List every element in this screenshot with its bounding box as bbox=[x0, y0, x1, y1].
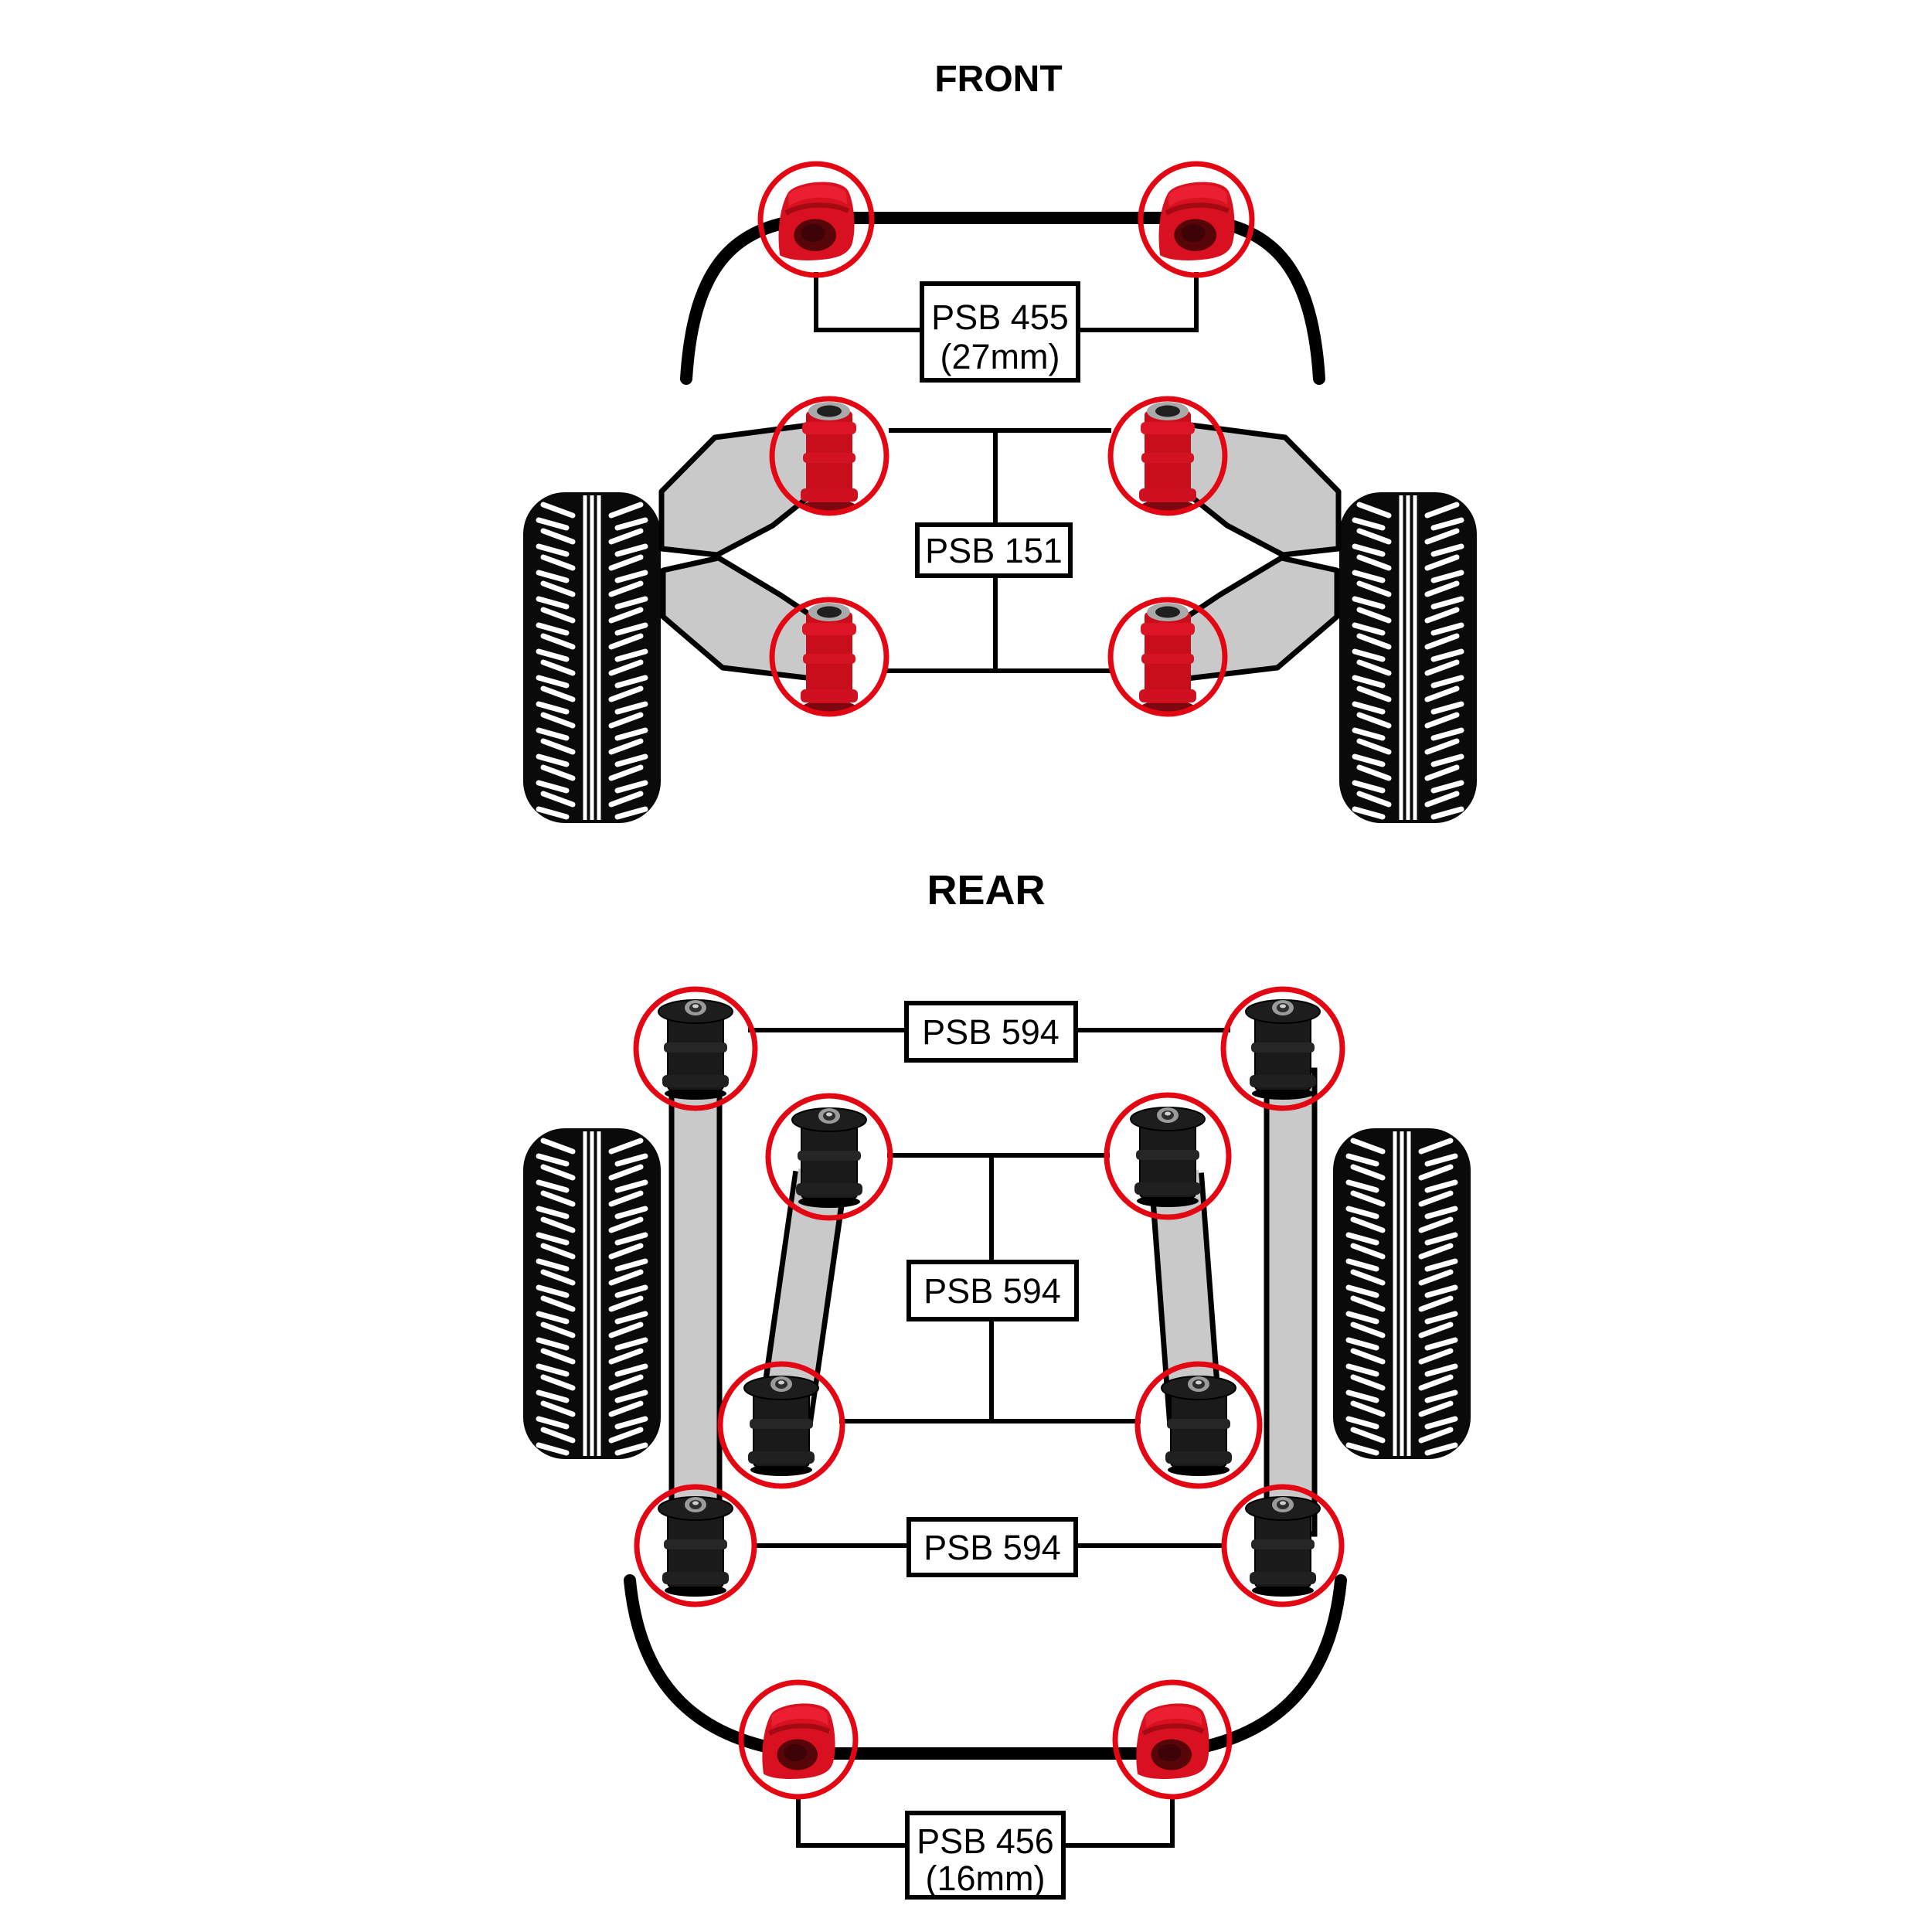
front-control-callout-lines bbox=[886, 428, 1112, 673]
rear-trailing-bushing-bottom-right bbox=[1221, 1484, 1345, 1607]
trailing-bushing-icon bbox=[1245, 999, 1321, 1100]
sway-bushing-icon bbox=[1159, 182, 1235, 260]
highlight-circle bbox=[1104, 1092, 1232, 1220]
rear-title: REAR bbox=[927, 867, 1045, 913]
rear-control-bushing-upper-left bbox=[765, 1093, 893, 1221]
highlight-circle bbox=[633, 986, 758, 1111]
highlight-circle bbox=[1107, 597, 1228, 717]
rear-mid-label: PSB 594 bbox=[923, 1271, 1061, 1311]
front-control-bushing-lower-left bbox=[769, 597, 889, 717]
highlight-circle bbox=[1112, 1679, 1233, 1800]
rear-trailing-bushing-top-left bbox=[633, 986, 758, 1111]
highlight-circle bbox=[1138, 161, 1255, 278]
rear-sway-label-box: PSB 456 (16mm) bbox=[905, 1811, 1066, 1900]
front-control-bushing-lower-right bbox=[1107, 597, 1228, 717]
front-right-control-arm bbox=[1158, 418, 1342, 685]
rear-bottom-label-box: PSB 594 bbox=[906, 1517, 1078, 1577]
rear-trailing-bushing-bottom-left bbox=[634, 1484, 757, 1607]
control-bushing-icon bbox=[791, 1107, 867, 1209]
control-bushing-icon bbox=[1161, 1376, 1236, 1477]
front-section: FRONT PSB 455 ( bbox=[523, 59, 1477, 823]
front-control-label: PSB 151 bbox=[925, 531, 1063, 570]
control-bushing-icon bbox=[1139, 603, 1196, 712]
rear-sway-bushing-left bbox=[738, 1679, 859, 1800]
rear-left-tire bbox=[523, 1128, 661, 1459]
highlight-circle bbox=[765, 1093, 893, 1221]
rear-control-bushing-lower-right bbox=[1134, 1361, 1263, 1489]
control-bushing-icon bbox=[743, 1376, 819, 1477]
rear-trailing-bushing-top-right bbox=[1220, 986, 1345, 1111]
control-bushing-icon bbox=[1130, 1107, 1206, 1208]
rear-top-label-box: PSB 594 bbox=[904, 1001, 1078, 1063]
rear-sway-label-line2: (16mm) bbox=[926, 1859, 1046, 1898]
front-sway-bushing-right bbox=[1138, 161, 1255, 278]
front-sway-callout-lines bbox=[814, 272, 1199, 332]
sway-bushing-icon bbox=[1136, 1703, 1209, 1779]
front-control-bushing-upper-left bbox=[769, 396, 889, 516]
rear-right-trailing-arm bbox=[1264, 1067, 1318, 1537]
rear-sway-label-line1: PSB 456 bbox=[917, 1821, 1054, 1861]
rear-mid-label-box: PSB 594 bbox=[906, 1260, 1079, 1321]
rear-sway-bar bbox=[624, 1574, 1347, 1760]
front-left-tire bbox=[523, 492, 661, 823]
trailing-bushing-icon bbox=[658, 1496, 733, 1597]
sway-bushing-icon bbox=[762, 1703, 835, 1779]
highlight-circle bbox=[1220, 986, 1345, 1111]
control-bushing-icon bbox=[801, 603, 858, 712]
front-sway-label-box: PSB 455 (27mm) bbox=[920, 281, 1080, 383]
highlight-circle bbox=[769, 396, 889, 516]
rear-control-bushing-lower-left bbox=[717, 1361, 845, 1489]
control-bushing-icon bbox=[801, 402, 858, 511]
rear-control-bushing-upper-right bbox=[1104, 1092, 1232, 1220]
front-sway-bar bbox=[680, 212, 1325, 385]
rear-callout-lines bbox=[748, 1028, 1230, 1848]
front-control-bushing-upper-right bbox=[1107, 396, 1228, 516]
rear-left-trailing-arm bbox=[668, 1067, 723, 1537]
front-title: FRONT bbox=[934, 59, 1062, 100]
rear-sway-bushing-right bbox=[1112, 1679, 1233, 1800]
front-sway-label-line2: (27mm) bbox=[940, 337, 1060, 376]
rear-right-tire bbox=[1333, 1128, 1471, 1459]
rear-top-label: PSB 594 bbox=[922, 1012, 1060, 1052]
trailing-bushing-icon bbox=[1245, 1496, 1321, 1597]
highlight-circle bbox=[717, 1361, 845, 1489]
front-right-tire bbox=[1339, 492, 1477, 823]
highlight-circle bbox=[769, 597, 889, 717]
highlight-circle bbox=[1107, 396, 1228, 516]
trailing-bushing-icon bbox=[658, 999, 733, 1100]
front-sway-label-line1: PSB 455 bbox=[931, 298, 1069, 337]
highlight-circle bbox=[757, 161, 875, 278]
rear-section: REAR bbox=[523, 867, 1471, 1900]
sway-bushing-icon bbox=[779, 182, 855, 260]
front-sway-bushing-left bbox=[757, 161, 875, 278]
highlight-circle bbox=[1134, 1361, 1263, 1489]
highlight-circle bbox=[738, 1679, 859, 1800]
front-control-label-box: PSB 151 bbox=[915, 522, 1073, 578]
highlight-circle bbox=[634, 1484, 757, 1607]
highlight-circle bbox=[1221, 1484, 1345, 1607]
control-bushing-icon bbox=[1139, 402, 1196, 511]
rear-bottom-label: PSB 594 bbox=[923, 1528, 1061, 1567]
